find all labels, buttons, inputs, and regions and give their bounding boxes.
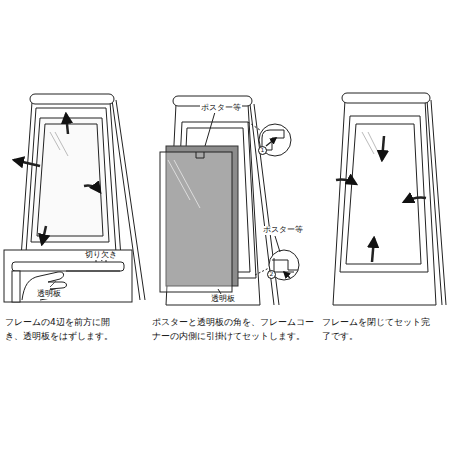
callout-number: 2 <box>267 270 276 279</box>
step-caption: ポスターと透明板の角を、フレームコー ナーの内側に引掛けてセットします。 <box>152 316 320 344</box>
part-label: 透明板 <box>210 295 236 304</box>
stand-setting <box>160 96 299 305</box>
callout-number: 1 <box>258 146 267 155</box>
part-label: ポスター等 <box>200 104 242 113</box>
part-label: 透明板 <box>36 290 62 299</box>
part-label: 切り欠き <box>84 251 118 260</box>
step-caption: フレームの4辺を前方に開 き、透明板をはずします。 <box>5 316 117 344</box>
stand-open <box>4 94 145 302</box>
step-caption: フレームを閉じてセット完 了です。 <box>322 316 435 344</box>
part-label: ポスター等 <box>262 226 304 235</box>
stand-closed <box>333 93 446 305</box>
